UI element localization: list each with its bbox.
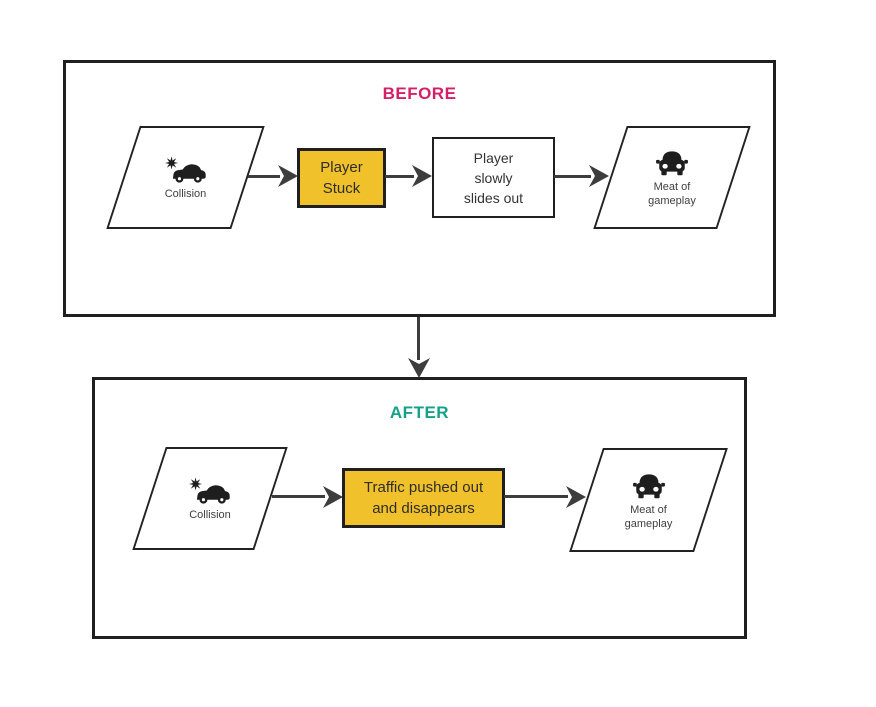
before-gameplay-content: Meat of gameplay <box>612 128 732 227</box>
before-title: BEFORE <box>382 84 457 103</box>
after-title: AFTER <box>389 403 450 422</box>
flow-arrow-line <box>272 495 325 498</box>
after-collision-parallelogram: Collision <box>132 447 288 550</box>
car-front-icon <box>655 147 689 177</box>
before-collision-content: Collision <box>125 128 246 227</box>
player-stuck-box: Player Stuck <box>297 148 386 208</box>
before-gameplay-parallelogram: Meat of gameplay <box>593 126 751 229</box>
after-gameplay-content: Meat of gameplay <box>588 450 709 550</box>
before-collision-label: Collision <box>164 187 207 200</box>
traffic-pushed-line2: and disappears <box>372 500 475 517</box>
before-gameplay-label-line1: Meat of <box>653 181 691 193</box>
after-gameplay-parallelogram: Meat of gameplay <box>569 448 728 552</box>
flow-arrow-line <box>504 495 568 498</box>
flow-arrow-line <box>248 175 280 178</box>
before-gameplay-label: Meat of gameplay <box>648 180 696 208</box>
after-gameplay-label-line1: Meat of <box>630 503 667 516</box>
car-collision-icon <box>189 476 231 505</box>
arrowhead-icon <box>566 486 586 508</box>
after-collision-label: Collision <box>189 508 231 521</box>
player-slides-line3: slides out <box>463 189 524 206</box>
after-gameplay-label: Meat of gameplay <box>625 503 673 531</box>
player-slides-box: Player slowly slides out <box>432 137 555 218</box>
player-slides-line1: Player <box>473 149 514 166</box>
traffic-pushed-line1: Traffic pushed out <box>363 479 484 496</box>
arrowhead-down-icon <box>408 358 430 378</box>
traffic-pushed-box: Traffic pushed out and disappears <box>342 468 505 528</box>
player-slides-line2: slowly <box>474 169 513 186</box>
after-gameplay-label-line2: gameplay <box>624 517 673 530</box>
before-collision-parallelogram: Collision <box>106 126 265 229</box>
section-connector-line <box>417 317 420 360</box>
player-stuck-line1: Player <box>320 159 363 176</box>
before-gameplay-label-line2: gameplay <box>648 195 696 207</box>
arrowhead-icon <box>323 486 343 508</box>
after-collision-content: Collision <box>151 449 269 548</box>
arrowhead-icon <box>589 165 609 187</box>
car-front-icon <box>632 470 666 500</box>
car-collision-icon <box>164 155 207 184</box>
arrowhead-icon <box>412 165 432 187</box>
flow-arrow-line <box>385 175 414 178</box>
arrowhead-icon <box>278 165 298 187</box>
player-stuck-line2: Stuck <box>322 180 361 197</box>
flow-arrow-line <box>554 175 591 178</box>
